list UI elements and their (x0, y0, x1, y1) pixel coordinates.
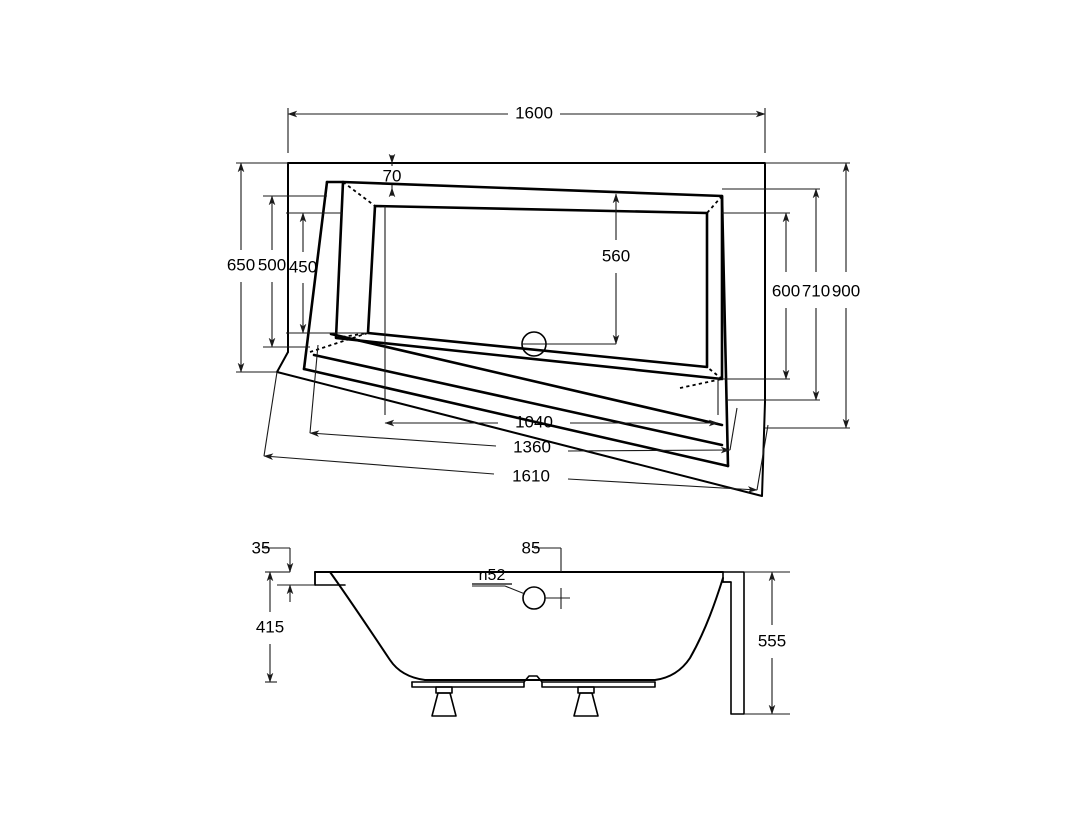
dimension-label-1610: 1610 (512, 466, 550, 485)
dimension-label-500: 500 (258, 255, 286, 274)
overflow-circle-elevation (522, 586, 570, 610)
dimension-900: 900 (765, 162, 860, 429)
dimension-label-1360: 1360 (513, 437, 551, 456)
dimension-500: 500 (258, 195, 327, 348)
dimension-710: 710 (722, 188, 830, 401)
dimension-label-1600: 1600 (515, 103, 553, 122)
dimension-560: 560 (538, 193, 630, 345)
dimension-label-415: 415 (256, 617, 284, 636)
dimension-1040: 1040 (384, 206, 719, 431)
dimension-650: 650 (227, 162, 288, 373)
foot-left (431, 686, 457, 717)
dimension-35: 35 (252, 538, 315, 602)
dimension-label-555: 555 (758, 631, 786, 650)
dimension-70: 70 (383, 153, 402, 198)
elevation-tub-body (314, 571, 724, 688)
dimension-85: 85 (522, 538, 562, 572)
dimension-label-450: 450 (289, 257, 317, 276)
dimension-555: 555 (744, 571, 790, 715)
dimension-label-70: 70 (383, 166, 402, 185)
dimension-1610: 1610 (263, 371, 769, 493)
overflow-label-leader: n52 (472, 567, 526, 595)
dimension-label-710: 710 (802, 281, 830, 300)
front-elevation-view: n52 35 85 415 (252, 538, 790, 717)
dimension-450: 450 (286, 212, 368, 334)
plan-hidden-corner-lines (309, 181, 723, 389)
drain-circle-plan (521, 331, 547, 357)
dimension-1600: 1600 (287, 103, 766, 153)
dimension-1360: 1360 (309, 344, 738, 456)
overflow-label: n52 (479, 567, 506, 584)
dimension-415: 415 (256, 571, 284, 683)
top-plan-view: 1600 70 650 500 (227, 103, 860, 497)
dimension-label-1040: 1040 (515, 412, 553, 431)
dimension-label-85: 85 (522, 538, 541, 557)
dimension-label-560: 560 (602, 246, 630, 265)
plan-front-band (302, 332, 730, 468)
dimension-label-900: 900 (832, 281, 860, 300)
foot-right (573, 686, 599, 717)
dimension-label-600: 600 (772, 281, 800, 300)
dimension-label-35: 35 (252, 538, 271, 557)
dimension-600: 600 (722, 212, 800, 380)
dimension-label-650: 650 (227, 255, 255, 274)
